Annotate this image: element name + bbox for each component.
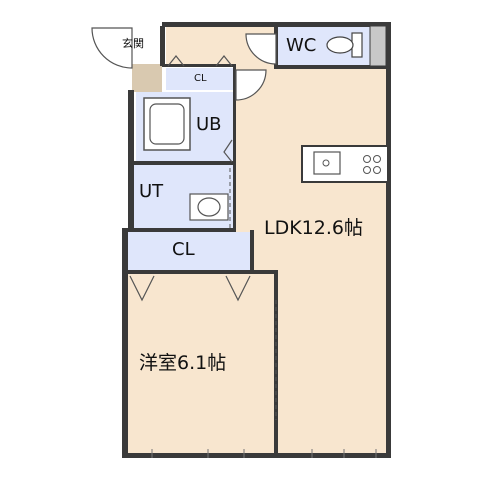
window-marks bbox=[151, 449, 377, 458]
sliding-door-icon bbox=[229, 168, 277, 420]
pipe-shaft bbox=[369, 25, 387, 67]
wc-door-icon bbox=[245, 33, 277, 65]
washbasin-icon bbox=[189, 193, 229, 221]
wall-hall-bottom bbox=[162, 64, 236, 67]
outer-wall-left bbox=[122, 228, 128, 458]
outer-wall-top bbox=[162, 22, 390, 27]
closet-floor bbox=[128, 232, 250, 274]
outer-wall-right bbox=[386, 22, 391, 458]
bathtub-icon bbox=[143, 97, 191, 151]
hall-door-icon bbox=[235, 69, 267, 101]
closet-label: CL bbox=[172, 239, 195, 260]
wall-utility-bottom bbox=[128, 228, 236, 232]
utility-label: UT bbox=[139, 181, 164, 202]
wall-closet-bottom bbox=[128, 270, 278, 274]
wall-genkan-right bbox=[160, 26, 165, 66]
wc-label: WC bbox=[286, 35, 317, 56]
wall-left-upper bbox=[128, 90, 134, 230]
closet-small-label: CL bbox=[194, 73, 207, 84]
unit-bath-label: UB bbox=[196, 114, 222, 135]
western-room-floor bbox=[128, 272, 276, 454]
outer-wall-bottom bbox=[122, 453, 391, 458]
ldk-label: LDK12.6帖 bbox=[264, 217, 363, 239]
wall-wc-bottom bbox=[274, 65, 390, 69]
kitchen-counter-icon bbox=[301, 145, 389, 183]
wall-cl-right bbox=[250, 230, 254, 274]
genkan-label: 玄関 bbox=[122, 37, 144, 50]
western-room-label: 洋室6.1帖 bbox=[139, 352, 227, 374]
entrance-door-icon bbox=[91, 27, 133, 69]
wall-bath-right bbox=[233, 64, 236, 232]
wall-bath-bottom bbox=[128, 161, 236, 165]
closet-door-icon bbox=[129, 55, 251, 302]
closet-small-floor bbox=[166, 68, 234, 90]
toilet-icon bbox=[326, 32, 363, 58]
genkan-floor bbox=[132, 64, 162, 92]
